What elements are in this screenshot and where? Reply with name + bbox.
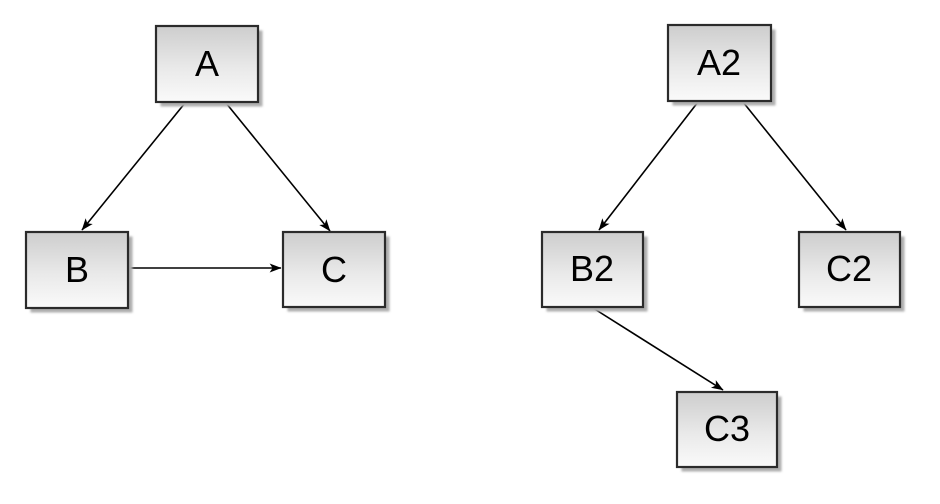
left-graph: A B C xyxy=(24,24,390,313)
node-A-label: A xyxy=(195,43,219,84)
node-A2: A2 xyxy=(666,23,776,106)
node-B-label: B xyxy=(65,249,89,290)
node-A2-box xyxy=(666,23,773,103)
node-C-label: C xyxy=(321,249,347,290)
node-C: C xyxy=(281,230,390,312)
node-B2: B2 xyxy=(540,230,648,312)
node-B2-box xyxy=(540,230,645,309)
node-A: A xyxy=(154,24,263,107)
edge-A2-to-C2 xyxy=(742,101,847,231)
node-C2-box xyxy=(797,230,902,309)
node-C3: C3 xyxy=(675,390,782,472)
node-C2-label: C2 xyxy=(826,248,872,289)
node-A-box xyxy=(154,24,260,104)
node-C3-box xyxy=(675,390,779,469)
node-B-box xyxy=(24,230,130,310)
node-C3-label: C3 xyxy=(704,408,750,449)
node-B2-label: B2 xyxy=(570,248,614,289)
edge-A2-to-B2 xyxy=(598,101,699,231)
node-C2: C2 xyxy=(797,230,905,312)
edge-A-to-B xyxy=(81,102,186,231)
node-A2-label: A2 xyxy=(697,42,741,83)
edge-B2-to-C3 xyxy=(592,307,724,391)
right-graph: A2 B2 C2 C3 xyxy=(540,23,905,472)
edge-A-to-C xyxy=(225,102,331,232)
node-B: B xyxy=(24,230,133,313)
node-C-box xyxy=(281,230,387,309)
